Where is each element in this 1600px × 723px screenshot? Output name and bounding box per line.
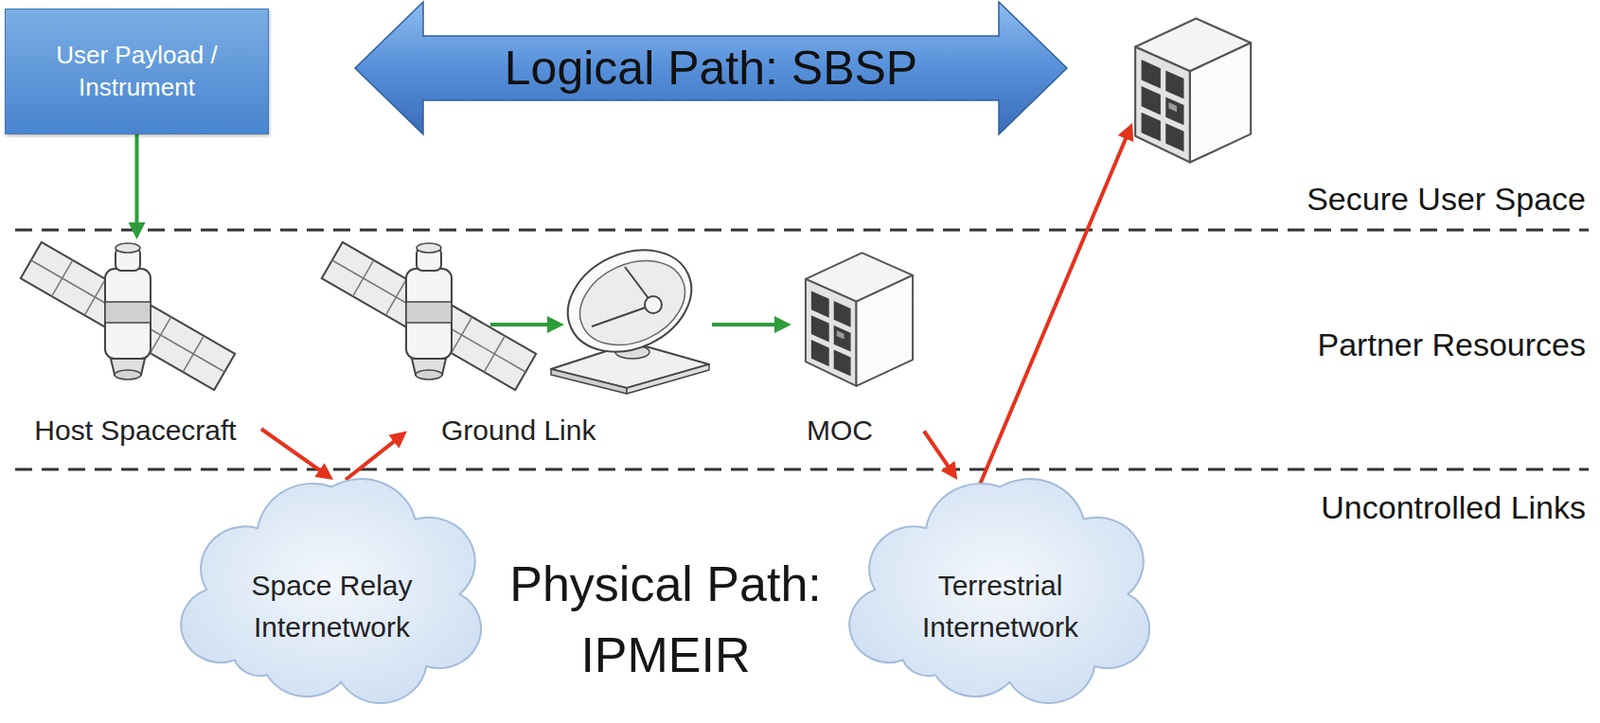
network-cloud: Terrestrial Internetwork xyxy=(847,480,1154,705)
node-label: Ground Link xyxy=(441,413,596,448)
flow-arrow xyxy=(490,322,556,327)
node-label: Logical Path: SBSP xyxy=(504,42,918,95)
cloud-outline xyxy=(180,479,481,704)
flow-arrow xyxy=(711,322,783,327)
node-label: User Payload / Instrument xyxy=(17,39,257,105)
spacecraft-node: Host Spacecraft xyxy=(9,239,262,453)
node-label: Host Spacecraft xyxy=(34,413,236,448)
server-icon xyxy=(805,252,913,387)
flow-arrow xyxy=(135,134,140,232)
ground-dish xyxy=(551,231,710,394)
band-label: Partner Resources xyxy=(1317,325,1586,365)
satellite-icon xyxy=(20,242,235,391)
flow-arrow xyxy=(979,130,1130,485)
arrow-outline xyxy=(355,1,1067,135)
ground-link-node: Ground Link xyxy=(407,239,712,453)
node-label: Space Relay Internetwork xyxy=(223,565,442,648)
node-label: MOC xyxy=(806,413,873,448)
moc-node: MOC xyxy=(791,239,925,453)
dish-base xyxy=(626,364,710,394)
node-label: Terrestrial Internetwork xyxy=(891,565,1110,648)
payload-box: User Payload / Instrument xyxy=(4,8,269,135)
dish-bowl xyxy=(551,231,709,372)
boundary-line xyxy=(15,229,1589,232)
flow-arrow xyxy=(345,436,401,480)
satellite-icon xyxy=(321,242,536,391)
logical-path-arrow: Logical Path: SBSP xyxy=(355,1,1067,135)
flow-arrow xyxy=(924,431,953,474)
network-cloud: Space Relay Internetwork xyxy=(178,480,485,705)
boundary-line xyxy=(15,468,1589,472)
cloud-outline xyxy=(849,479,1150,704)
dish-strut xyxy=(591,304,654,327)
path-label: Physical Path: IPMEIR xyxy=(485,549,846,692)
dish-feed xyxy=(644,296,662,314)
band-label: Uncontrolled Links xyxy=(1320,488,1586,528)
band-label: Secure User Space xyxy=(1306,179,1586,219)
flow-arrow xyxy=(261,428,327,476)
server-icon xyxy=(1135,18,1251,163)
dish-base xyxy=(551,369,627,394)
dish-bowl xyxy=(566,244,699,361)
